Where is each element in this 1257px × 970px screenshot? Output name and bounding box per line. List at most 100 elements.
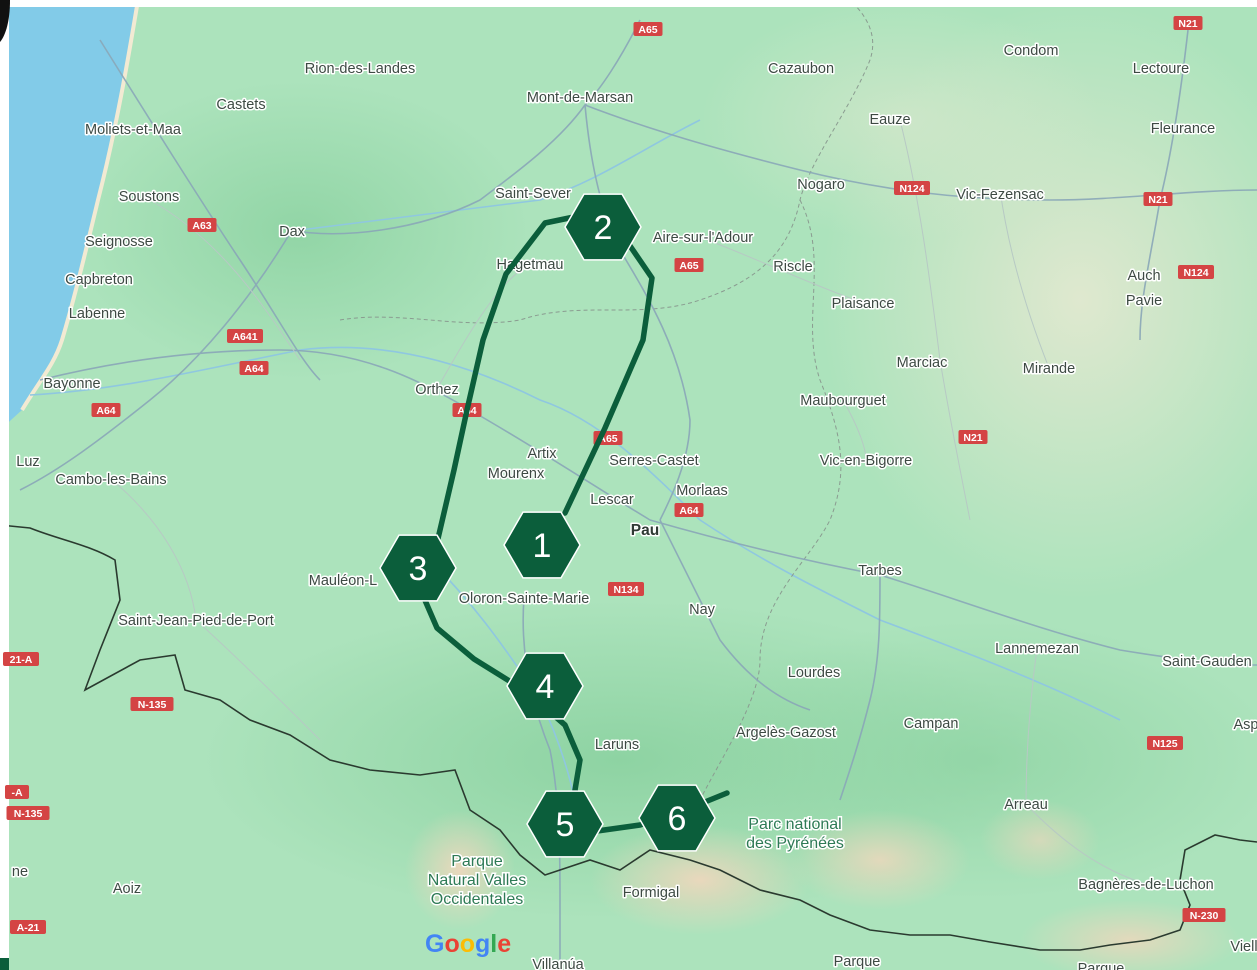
place-label: Dax <box>279 224 306 240</box>
place-label-layer: Rion-des-LandesCastetsMoliets-et-MaaMont… <box>10 42 1257 970</box>
road-shield: N124 <box>1178 265 1214 279</box>
route-stop-number: 5 <box>556 806 575 844</box>
park-label-line: Parc national <box>748 816 841 833</box>
route-stop-marker[interactable]: 6 <box>638 784 716 852</box>
road-shield-label: A65 <box>679 260 698 272</box>
place-label: Saint-Sever <box>495 186 571 202</box>
place-label: Campan <box>904 716 959 732</box>
road-shield-bg <box>608 582 644 596</box>
road-shield-label: N-230 <box>1190 910 1219 922</box>
road-shield-label: A64 <box>244 363 263 375</box>
place-label: Laruns <box>595 737 639 753</box>
place-label: Mourenx <box>488 466 545 482</box>
road-shield-label: N-135 <box>138 699 167 711</box>
place-label: Maubourguet <box>800 393 885 409</box>
route-stop-number: 1 <box>533 527 552 565</box>
route-stop-marker[interactable]: 1 <box>503 511 581 579</box>
corner-badge <box>0 0 10 42</box>
hexagon-marker-icon <box>503 511 581 579</box>
hexagon-marker-icon <box>379 534 457 602</box>
route-stop-marker[interactable]: 2 <box>564 193 642 261</box>
hexagon-marker-icon <box>564 193 642 261</box>
road-shield-bg <box>239 361 269 375</box>
place-label: Viell <box>1230 939 1257 955</box>
admin-boundaries <box>339 0 874 801</box>
road-shield-label: A641 <box>232 331 257 343</box>
place-label: Saint-Jean-Pied-de-Port <box>118 613 274 629</box>
place-label: Aoiz <box>113 881 141 897</box>
route-stop-number: 3 <box>409 550 428 588</box>
road-shield-bg <box>1182 908 1226 922</box>
road-shield-bg <box>633 22 663 36</box>
place-label: Cazaubon <box>768 61 834 77</box>
road-shield-bg <box>958 430 988 444</box>
road-shield-bg <box>894 181 930 195</box>
road-shield-label: N134 <box>613 584 638 596</box>
place-label: Soustons <box>119 189 179 205</box>
road-shield: N21 <box>958 430 988 444</box>
hexagon-marker-icon <box>506 652 584 720</box>
place-label: Oloron-Sainte-Marie <box>459 591 590 607</box>
google-logo: Google <box>425 930 511 958</box>
place-label: Aire-sur-l'Adour <box>653 230 753 246</box>
road-shield-label: 21-A <box>10 654 33 666</box>
place-label: Eauze <box>869 112 910 128</box>
route-stop-marker[interactable]: 5 <box>526 790 604 858</box>
road-shield-bg <box>130 697 174 711</box>
place-label: Bagnères-de-Luchon <box>1078 877 1213 893</box>
hexagon-marker-icon <box>638 784 716 852</box>
place-label: Saint-Gauden <box>1162 654 1251 670</box>
mountain-area <box>790 810 970 910</box>
place-label: Luz <box>16 454 39 470</box>
road-shield-bg <box>1143 192 1173 206</box>
place-label: Cambo-les-Bains <box>55 472 166 488</box>
place-label: ne <box>12 864 28 880</box>
road-shield: A65 <box>633 22 663 36</box>
route-stop-marker[interactable]: 4 <box>506 652 584 720</box>
road-shield-bg <box>5 785 29 799</box>
road-shield-label: N21 <box>1178 18 1197 30</box>
atlantic-ocean <box>0 0 138 430</box>
place-label: Arreau <box>1004 797 1048 813</box>
place-label: Vic-Fezensac <box>956 187 1044 203</box>
road-shield: 21-A <box>3 652 39 666</box>
place-label: Parque <box>1078 961 1125 970</box>
place-label: Rion-des-Landes <box>305 61 415 77</box>
road-shield-bg <box>91 403 121 417</box>
route-stop-marker[interactable]: 3 <box>379 534 457 602</box>
road-shield: N-230 <box>1182 908 1226 922</box>
place-label: Serres-Castet <box>609 453 698 469</box>
road-shield: -A <box>5 785 29 799</box>
coast-sand <box>20 0 140 412</box>
road-shield-label: A63 <box>192 220 211 232</box>
route-stop-number: 6 <box>668 800 687 838</box>
road-shield: A64 <box>674 503 704 517</box>
park-label-line: Natural Valles <box>428 872 526 889</box>
mountain-area <box>980 800 1100 880</box>
road-shield-label: A65 <box>638 24 657 36</box>
place-label: Artix <box>528 446 558 462</box>
frame-left <box>0 0 9 970</box>
place-label: Vic-en-Bigorre <box>820 453 912 469</box>
place-label: Asp <box>1234 717 1257 733</box>
road-shield-bg <box>187 218 217 232</box>
road-shield-bg <box>674 503 704 517</box>
place-label: Capbreton <box>65 272 133 288</box>
route-stop-number: 4 <box>536 668 555 706</box>
corner-badge <box>0 958 9 970</box>
place-label: Pau <box>631 522 659 539</box>
road-shield: A641 <box>227 329 263 343</box>
road-shield-bg <box>1173 16 1203 30</box>
road-shield: N125 <box>1147 736 1183 750</box>
road-shield-label: N124 <box>1183 267 1208 279</box>
road-shield-label: N124 <box>899 183 924 195</box>
place-label: Seignosse <box>85 234 153 250</box>
road-shield: A64 <box>91 403 121 417</box>
road-shield-bg <box>1147 736 1183 750</box>
frame-top <box>0 0 1257 7</box>
place-label: Auch <box>1127 268 1160 284</box>
road-shield: A64 <box>239 361 269 375</box>
